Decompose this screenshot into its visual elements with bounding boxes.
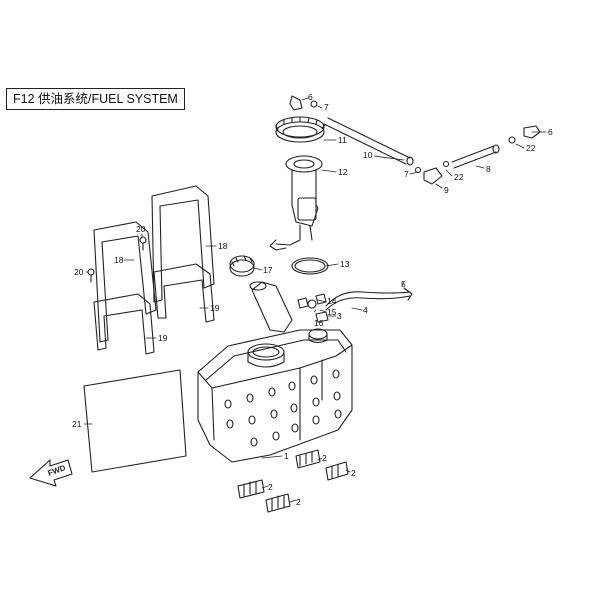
callout-7a: 7 [324, 102, 329, 112]
rubber-block-d [265, 493, 291, 513]
screw-20-b [87, 268, 95, 283]
tank-pad [83, 369, 187, 473]
callout-18a: 18 [218, 241, 228, 251]
rubber-block-a [295, 449, 321, 469]
callout-19a: 19 [210, 303, 220, 313]
callout-2d: 2 [296, 497, 301, 507]
callout-15: 15 [327, 307, 337, 317]
strap-18-front [93, 221, 157, 343]
callout-labels: 1 2 2 2 2 3 4 5 6 6 7 7 8 9 10 11 12 13 … [72, 92, 553, 507]
callout-6b: 6 [548, 127, 553, 137]
callout-7b: 7 [404, 169, 409, 179]
callout-1: 1 [284, 451, 289, 461]
filler-neck [249, 281, 293, 333]
fwd-arrow [29, 459, 73, 487]
pump-gasket [291, 257, 329, 275]
callout-5: 5 [401, 279, 406, 289]
vent-hose [325, 287, 413, 311]
callout-3: 3 [337, 311, 342, 321]
callout-17: 17 [263, 265, 273, 275]
callout-22a: 22 [526, 143, 536, 153]
callout-2a: 2 [322, 453, 327, 463]
callout-19b: 19 [158, 333, 168, 343]
callout-10: 10 [363, 150, 373, 160]
quick-connector-6-top [289, 95, 318, 111]
callout-2c: 2 [268, 482, 273, 492]
fuel-pump [269, 155, 323, 251]
fuel-line-8 [451, 144, 500, 169]
pump-lock-ring [275, 116, 326, 143]
callout-14: 14 [327, 296, 337, 306]
callout-9: 9 [444, 185, 449, 195]
callout-16: 16 [314, 318, 324, 328]
callout-22b: 22 [454, 172, 464, 182]
fuel-line-10 [323, 117, 414, 166]
callout-20b: 20 [74, 267, 84, 277]
fuel-cap [229, 255, 255, 277]
strap-19-front [93, 293, 155, 355]
strap-18-rear [151, 185, 215, 303]
callout-6a: 6 [308, 92, 313, 102]
callout-13: 13 [340, 259, 350, 269]
screw-20-a [139, 236, 147, 251]
strap-19-rear [153, 263, 215, 323]
rollover-valve [297, 293, 329, 323]
callout-11: 11 [338, 135, 347, 145]
quick-connector-6-right [508, 125, 541, 144]
callout-2b: 2 [351, 468, 356, 478]
callout-12: 12 [338, 167, 348, 177]
callout-8: 8 [486, 164, 491, 174]
callout-18b: 18 [114, 255, 124, 265]
tee-connector-9 [414, 160, 450, 185]
callout-21: 21 [72, 419, 82, 429]
rubber-block-c [237, 479, 265, 499]
leader-lines [83, 97, 547, 503]
callout-4: 4 [363, 305, 368, 315]
fuel-tank [197, 328, 353, 463]
callout-20a: 20 [136, 224, 146, 234]
diagram-title: F12 供油系统/FUEL SYSTEM [6, 88, 185, 110]
rubber-block-b [325, 461, 349, 481]
